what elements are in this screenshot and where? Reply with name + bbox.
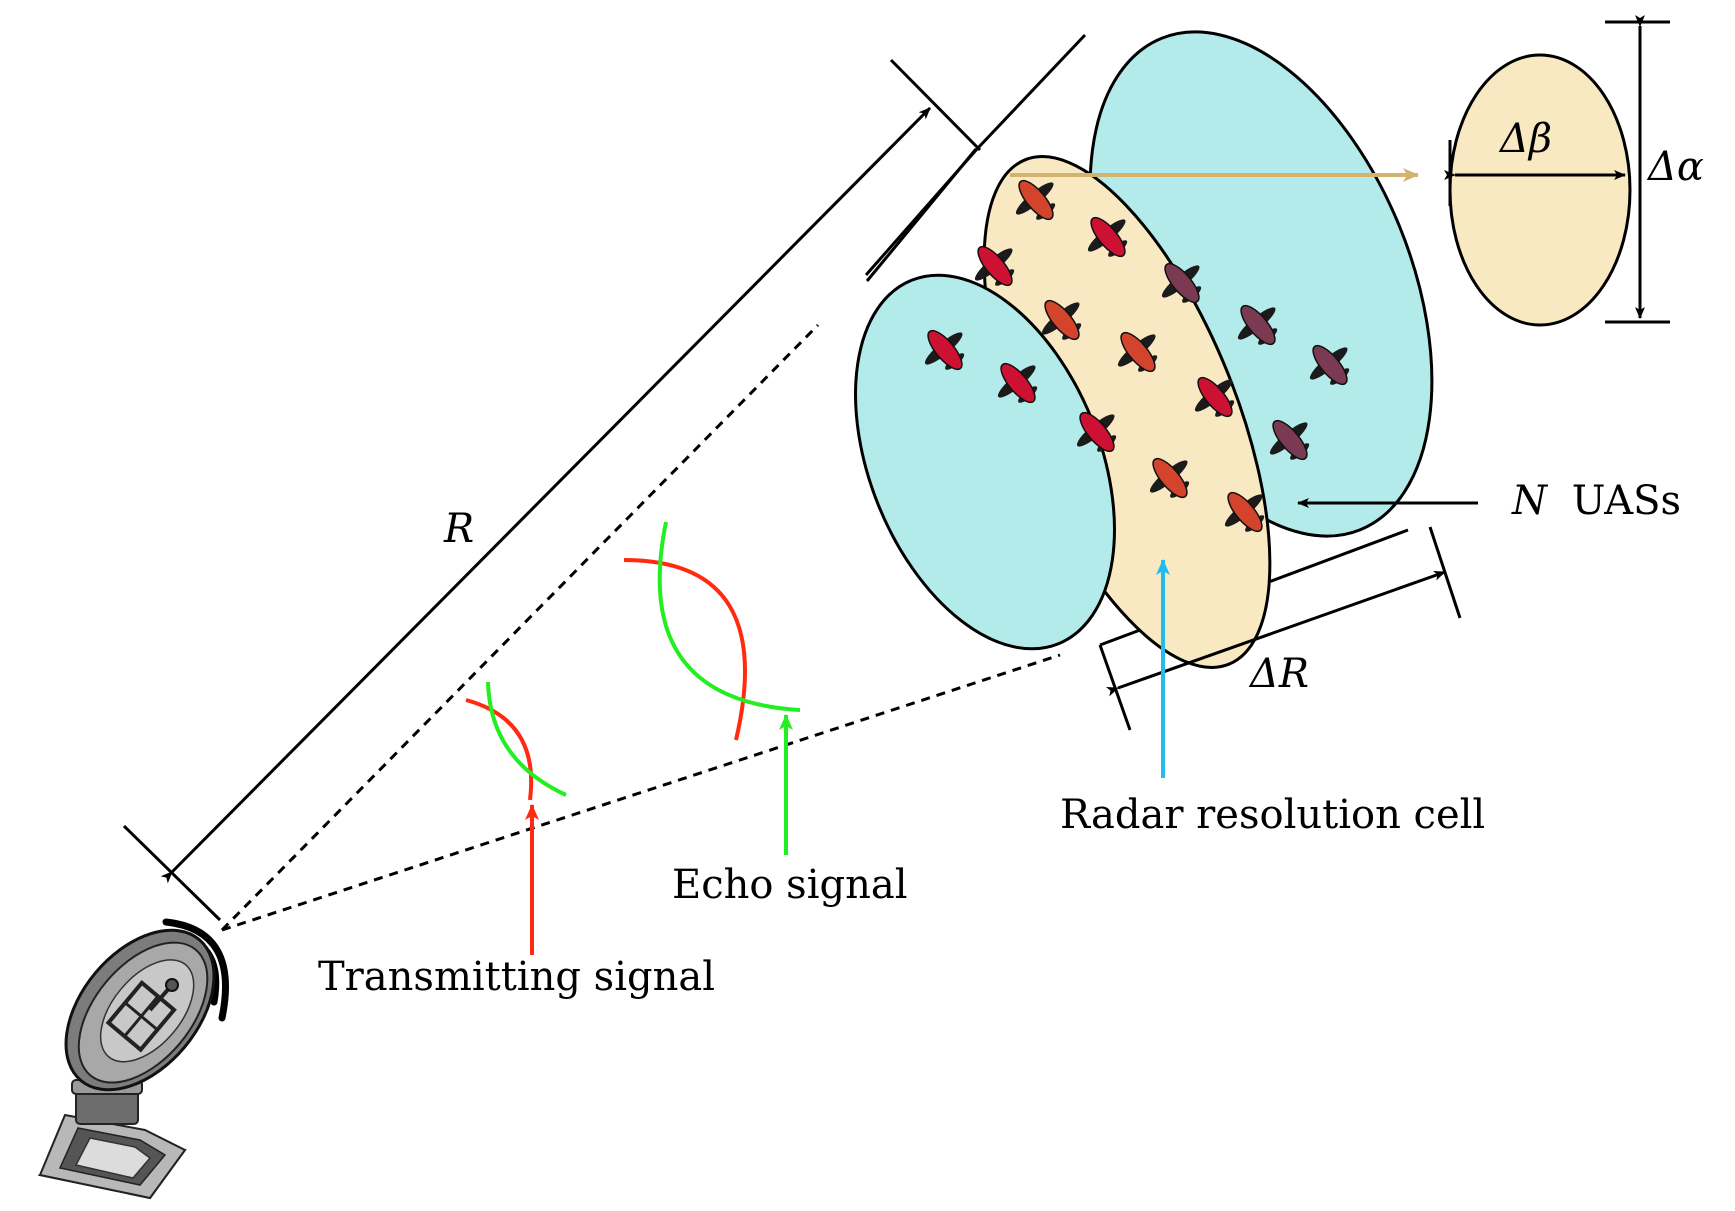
delta-beta-label: Δβ (1498, 116, 1552, 162)
cross-section-ellipse (1448, 53, 1632, 327)
drone-icon (1117, 331, 1158, 373)
drone-icon (1041, 299, 1082, 341)
beam-edges (220, 323, 1061, 932)
drone-icon (1149, 457, 1190, 499)
uas-count: N (1511, 478, 1549, 524)
drone-icon (997, 362, 1038, 404)
drone-icon (1237, 304, 1278, 346)
transmitting-signal-label: Transmitting signal (318, 954, 715, 1000)
drone-icon (1224, 491, 1265, 533)
drone-swarm (924, 179, 1350, 533)
drone-icon (1194, 376, 1235, 418)
range-label: R (443, 506, 474, 552)
drone-icon (1087, 216, 1128, 258)
resolution-cell-cylinder (854, 30, 1434, 669)
drone-icon (974, 245, 1015, 287)
delta-range-dimension (1098, 526, 1462, 731)
drone-icon (1076, 411, 1117, 453)
delta-alpha-label: Δα (1646, 144, 1704, 190)
resolution-cell-label: Radar resolution cell (1060, 792, 1485, 838)
cross-section-inset (1010, 15, 1670, 327)
drone-icon (924, 329, 965, 371)
drone-icon (1015, 179, 1056, 221)
small-signal-pair (465, 681, 567, 801)
drone-icon (1161, 262, 1202, 304)
delta-range-label: ΔR (1248, 651, 1309, 697)
drone-icon (1269, 419, 1310, 461)
uas-suffix: UASs (1572, 478, 1681, 524)
uas-label: N UASs (1511, 478, 1681, 524)
range-dimension (122, 58, 982, 922)
large-signal-pair (623, 521, 801, 741)
radar-dish-icon (37, 928, 216, 1200)
drone-icon (1309, 344, 1350, 386)
echo-signal-label: Echo signal (672, 862, 908, 908)
